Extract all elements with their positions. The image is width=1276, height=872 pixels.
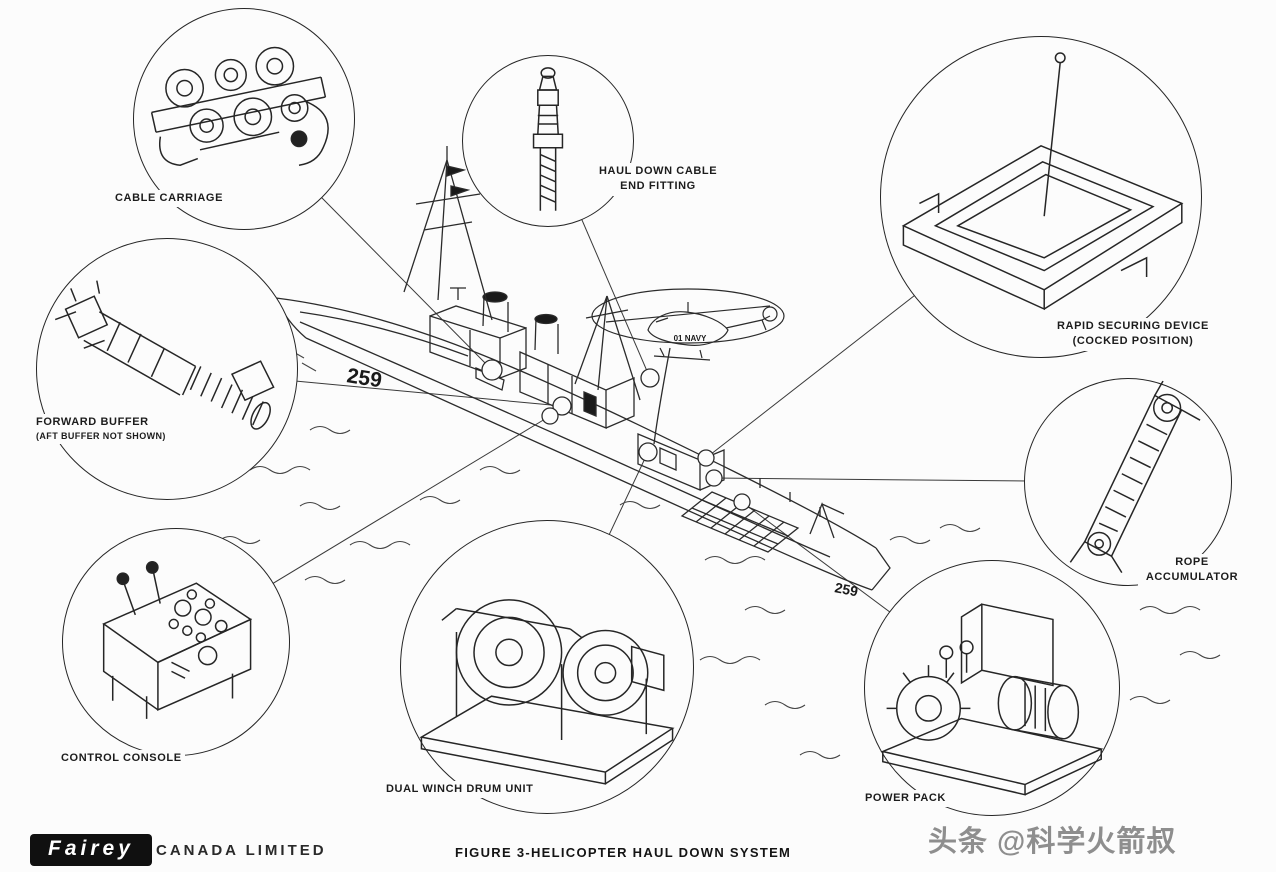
label-text: CABLE CARRIAGE [115,192,224,204]
rope-accumulator-drawing [1025,379,1231,585]
hull-number-bow: 259 [345,364,383,392]
label-text: ROPE [1175,556,1209,568]
helicopter-marking: 01 NAVY [674,334,707,343]
fairey-logo: Fairey [30,834,152,866]
forward-buffer-drawing [37,239,297,499]
label-subtext: (AFT BUFFER NOT SHOWN) [36,431,166,442]
hull-number-stern: 259 [833,579,859,599]
company-name: CANADA LIMITED [156,842,327,859]
label-text: ACCUMULATOR [1145,571,1239,584]
callout-dual-winch-drum-unit [400,520,694,814]
label-cable-carriage: CABLE CARRIAGE [112,190,227,208]
label-power-pack: POWER PACK [862,790,949,808]
label-text: POWER PACK [865,792,946,804]
label-rapid-securing-device: RAPID SECURING DEVICE (COCKED POSITION) [1048,318,1218,351]
power-pack-drawing [865,561,1119,815]
label-text: RAPID SECURING DEVICE [1057,320,1209,332]
label-haul-down-cable-end-fitting: HAUL DOWN CABLE END FITTING [596,163,720,196]
label-text: END FITTING [620,180,696,193]
callout-control-console [62,528,290,756]
cable-carriage-drawing [134,9,354,229]
brand-text: Fairey [48,837,134,860]
helicopter-drawing [591,288,785,361]
callout-haul-down-cable-end-fitting [462,55,634,227]
location-markers [481,359,751,511]
dual-winch-drum-unit-drawing [401,521,693,813]
label-text: (COCKED POSITION) [1072,335,1194,348]
callout-rapid-securing-device [880,36,1202,358]
callout-forward-buffer [36,238,298,500]
water-lines [219,349,1221,760]
watermark-text: 头条 @科学火箭叔 [928,826,1177,858]
label-forward-buffer: FORWARD BUFFER (AFT BUFFER NOT SHOWN) [33,414,169,444]
control-console-drawing [63,529,289,755]
label-rope-accumulator: ROPE ACCUMULATOR [1138,554,1246,587]
rapid-securing-device-drawing [881,37,1201,357]
label-text: DUAL WINCH DRUM UNIT [386,783,534,795]
label-text: HAUL DOWN CABLE [599,165,718,177]
label-text: CONTROL CONSOLE [61,752,182,764]
callout-rope-accumulator [1024,378,1232,586]
figure-caption: FIGURE 3-HELICOPTER HAUL DOWN SYSTEM [455,845,792,860]
end-fitting-drawing [463,56,633,226]
label-text: FORWARD BUFFER [36,416,149,428]
label-control-console: CONTROL CONSOLE [58,750,185,768]
label-dual-winch-drum-unit: DUAL WINCH DRUM UNIT [383,781,537,799]
callout-power-pack [864,560,1120,816]
